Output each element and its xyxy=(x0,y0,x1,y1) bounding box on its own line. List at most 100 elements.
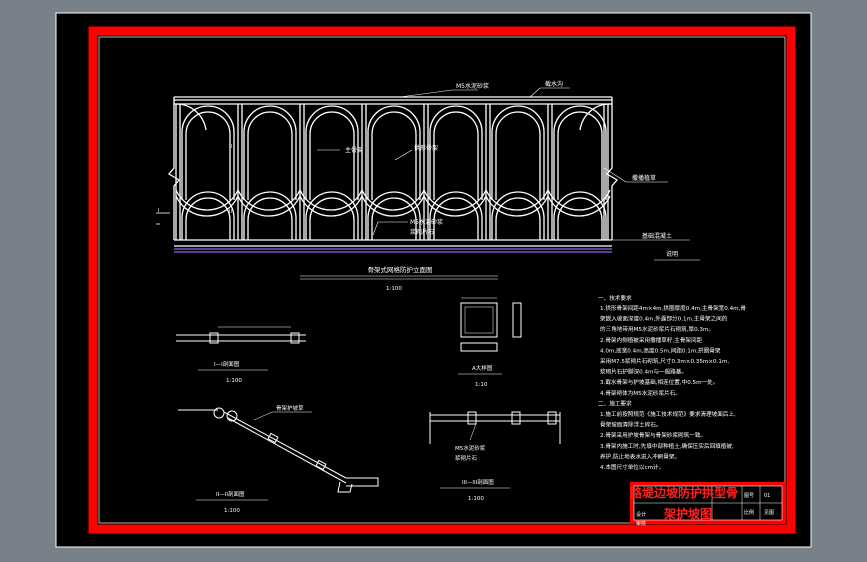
notes-caption: 说明 xyxy=(666,250,678,258)
arch-upper xyxy=(181,105,235,200)
label-top-right: 截水沟 xyxy=(545,80,563,88)
arch-swag xyxy=(485,195,549,217)
notes-line: 4.0m,底宽0.4m,高度0.5m,间距0.1m,拱圈骨架 xyxy=(600,346,721,354)
notes-line: 4.骨架砌体为M5水泥砂浆片石。 xyxy=(600,389,681,397)
arch-upper-inner xyxy=(557,111,603,200)
arch-swag xyxy=(361,189,425,211)
arch-upper-inner xyxy=(185,111,231,200)
arch-upper-inner xyxy=(309,111,355,200)
section-3-title: III—III剖面图 xyxy=(462,478,494,486)
tb-label-sheet: 图号 xyxy=(744,493,754,499)
notes-line: 架嵌入坡面深度0.4m,外露部分0.1m,主骨架之间的 xyxy=(600,315,728,323)
arch-upper-inner xyxy=(371,111,417,200)
notes-line: 3.截水骨架与护坡基础,相连位置,中0.5m一处。 xyxy=(600,378,718,386)
label-top-mid: M5水泥砂浆 xyxy=(456,82,489,90)
tb-label-check: 审核 xyxy=(636,520,646,527)
arch-grid xyxy=(175,103,611,240)
arch-upper xyxy=(491,105,545,200)
arch-swag xyxy=(175,189,239,211)
arch-upper xyxy=(367,105,421,200)
arch-lower xyxy=(305,191,359,240)
svg-text:I: I xyxy=(158,208,159,214)
arch-lower-inner xyxy=(309,197,355,240)
notes-line: 1.施工前按照规范《施工技术规范》要求清理坡面后上, xyxy=(600,410,736,418)
svg-text:II: II xyxy=(229,209,232,215)
section-2-label: 骨架护坡草 xyxy=(276,404,304,412)
arch-swag xyxy=(547,189,611,211)
section-2-scale: 1:100 xyxy=(224,508,240,514)
arch-lower-inner xyxy=(371,197,417,240)
inner-drawing-border xyxy=(98,36,786,524)
arch-half xyxy=(579,103,611,131)
title-block: 路堤边坡防护拱型骨 架护坡图 设计 审核 图号 01 比例 见图 xyxy=(630,482,786,527)
arch-half xyxy=(175,103,207,131)
arch-lower xyxy=(367,191,421,240)
section-1-view xyxy=(176,326,306,344)
arch-swag xyxy=(237,189,301,211)
arch-lower-inner xyxy=(557,197,603,240)
notes-body: 1.拱形骨架间距4m×4m,拱圈厚度0.4m,主骨架宽0.4m,骨架嵌入坡面深度… xyxy=(598,304,746,471)
detail-title: A大样图 xyxy=(472,364,493,372)
notes-line: 2.骨架内侧植被采用撒播草籽,主骨架间距 xyxy=(600,336,703,344)
tb-value-scale: 见图 xyxy=(764,510,774,516)
label-arch-frame: 拱形骨架 xyxy=(414,144,438,152)
elevation-caption: 骨架式网格防护立面图 xyxy=(368,265,433,274)
notes-line: 的三角地带用M5水泥砂浆片石砌筑,厚0.3m。 xyxy=(600,325,714,333)
arch-lower xyxy=(243,191,297,240)
notes-line: 3.骨架内施工时,先填中部种植土,确保压实后回填植被, xyxy=(600,442,734,450)
tb-label-scale: 比例 xyxy=(744,509,754,516)
tb-value-sheet: 01 xyxy=(764,493,770,499)
section-3-label-b: 浆砌片石 xyxy=(455,454,478,462)
arch-lower xyxy=(553,191,607,240)
label-main-frame: 主骨架 xyxy=(345,146,363,154)
outer-red-frame xyxy=(88,26,796,534)
notes-line: 骨架坡面清除浮土碎石。 xyxy=(600,421,662,429)
arch-swag xyxy=(237,195,301,217)
tb-label-design: 设计 xyxy=(636,511,646,518)
section-3-scale: 1:100 xyxy=(468,496,484,502)
arch-upper-inner xyxy=(433,111,479,200)
label-grass: 撒播植草 xyxy=(632,174,656,182)
section-2-title: II—II剖面图 xyxy=(216,490,245,498)
notes-line: 1.拱形骨架间距4m×4m,拱圈厚度0.4m,主骨架宽0.4m,骨 xyxy=(600,304,746,312)
arch-lower-inner xyxy=(247,197,293,240)
label-stone: 浆砌片石 xyxy=(410,228,434,236)
arch-swag xyxy=(299,195,363,217)
section-3-view xyxy=(429,411,561,444)
arch-swag xyxy=(361,195,425,217)
arch-swag xyxy=(485,189,549,211)
title-line-2: 架护坡图 xyxy=(663,506,712,521)
arch-swag xyxy=(423,189,487,211)
elevation-view xyxy=(168,96,618,253)
arch-upper xyxy=(305,105,359,200)
notes-heading: 一、技术要求 xyxy=(598,294,632,302)
label-base-concrete: 基础混凝土 xyxy=(642,232,672,240)
arch-upper-inner xyxy=(495,111,541,200)
notes-line: 2.骨架采用护坡骨架与骨架砂浆砌筑一致。 xyxy=(600,431,706,439)
arch-lower xyxy=(181,191,235,240)
arch-lower-inner xyxy=(495,197,541,240)
arch-upper xyxy=(553,105,607,200)
arch-lower xyxy=(491,191,545,240)
title-line-1: 路堤边坡防护拱型骨 xyxy=(630,485,738,500)
label-mortar-bottom: M5水泥砂浆 xyxy=(410,218,443,226)
notes-line: 浆砌片石护脚深0.4m与一般路基。 xyxy=(600,368,687,376)
section-2-view xyxy=(178,407,379,493)
arch-swag xyxy=(299,189,363,211)
section-1-title: I—I剖面图 xyxy=(214,360,240,368)
notes-line: 养护,防止地表水进入冲刷骨架。 xyxy=(600,452,680,460)
arch-upper xyxy=(429,105,483,200)
arch-swag xyxy=(547,195,611,217)
section-1-scale: 1:100 xyxy=(226,378,242,384)
arch-lower-inner xyxy=(433,197,479,240)
arch-swag xyxy=(175,195,239,217)
arch-lower-inner xyxy=(185,197,231,240)
drawing-sheet xyxy=(55,12,812,548)
notes-line: 二、施工要求 xyxy=(598,399,632,407)
elevation-labels: M5水泥砂浆 截水沟 主骨架 拱形骨架 撒播植草 M5水泥砂浆 浆砌片石 基础混… xyxy=(156,80,700,292)
detail-view xyxy=(460,297,522,352)
section-3-label-a: M5水泥砂浆 xyxy=(455,444,486,452)
detail-scale: 1:10 xyxy=(475,382,488,388)
arch-upper-inner xyxy=(247,111,293,200)
